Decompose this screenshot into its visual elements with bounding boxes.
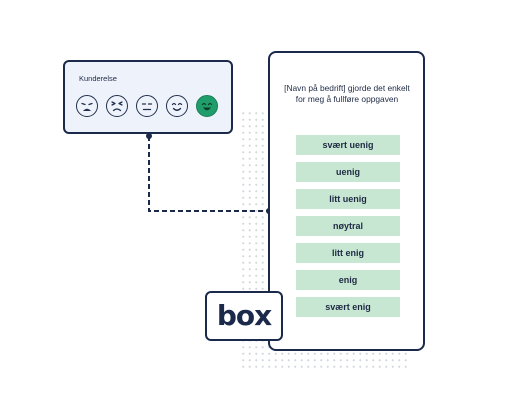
survey-question: [Navn på bedrift] gjorde det enkelt for …: [284, 83, 410, 104]
box-logo: box: [216, 299, 272, 332]
survey-card: [Navn på bedrift] gjorde det enkelt for …: [268, 51, 425, 351]
connector-start-dot: [146, 133, 152, 139]
frustrated-face-icon[interactable]: [106, 95, 128, 117]
option-litt-enig[interactable]: litt enig: [296, 243, 400, 263]
option-noytral[interactable]: nøytral: [296, 216, 400, 236]
emoji-rating-row: [76, 95, 218, 117]
option-litt-uenig[interactable]: litt uenig: [296, 189, 400, 209]
emoji-card-title: Kunderelse: [79, 74, 117, 83]
answer-options: svært uenig uenig litt uenig nøytral lit…: [296, 135, 400, 317]
option-svaert-uenig[interactable]: svært uenig: [296, 135, 400, 155]
crying-face-icon[interactable]: [76, 95, 98, 117]
option-svaert-enig[interactable]: svært enig: [296, 297, 400, 317]
laughing-face-icon[interactable]: [196, 95, 218, 117]
smiling-face-icon[interactable]: [166, 95, 188, 117]
neutral-face-icon[interactable]: [136, 95, 158, 117]
option-uenig[interactable]: uenig: [296, 162, 400, 182]
emoji-rating-card: Kunderelse: [63, 60, 233, 134]
box-logo-card: box: [205, 291, 283, 341]
option-enig[interactable]: enig: [296, 270, 400, 290]
